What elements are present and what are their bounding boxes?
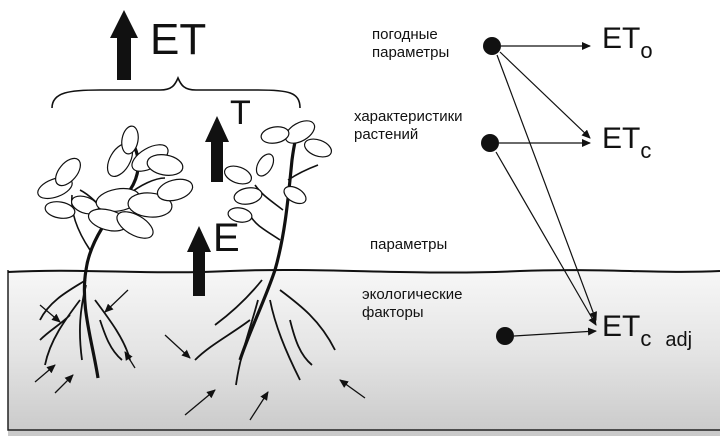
plant-left xyxy=(37,125,194,379)
etc-output: ETc xyxy=(602,122,651,162)
t-up-arrow xyxy=(205,116,229,182)
et-up-arrow xyxy=(110,10,138,80)
soil-arrows xyxy=(34,289,366,421)
weather-params-label: погодные параметры xyxy=(372,26,450,61)
params-label: параметры xyxy=(370,236,448,253)
eco-factors-label: экологические факторы xyxy=(362,286,463,321)
weather-dot xyxy=(483,37,501,55)
etc-adj-sub: c xyxy=(640,326,652,351)
eto-main: ET xyxy=(602,22,641,55)
plant-right xyxy=(194,120,336,386)
canopy-brace xyxy=(51,75,301,109)
eco-dot xyxy=(496,327,514,345)
e-up-arrow xyxy=(187,226,211,296)
plant-characteristics-label: характеристики растений xyxy=(354,108,463,143)
et-total-label: ET xyxy=(150,15,207,64)
eto-output: ETo xyxy=(602,22,653,62)
flow-arrows xyxy=(495,42,597,337)
eto-sub: o xyxy=(640,38,653,63)
evaporation-label: E xyxy=(213,216,240,260)
etc-sub: c xyxy=(640,138,652,163)
ground-surface-line xyxy=(7,268,720,274)
plant-dot xyxy=(481,134,499,152)
etc-main: ET xyxy=(602,122,641,155)
transpiration-label: T xyxy=(230,94,251,132)
etc-adj-suffix: adj xyxy=(665,329,693,351)
etc-adj-main: ET xyxy=(602,310,641,343)
